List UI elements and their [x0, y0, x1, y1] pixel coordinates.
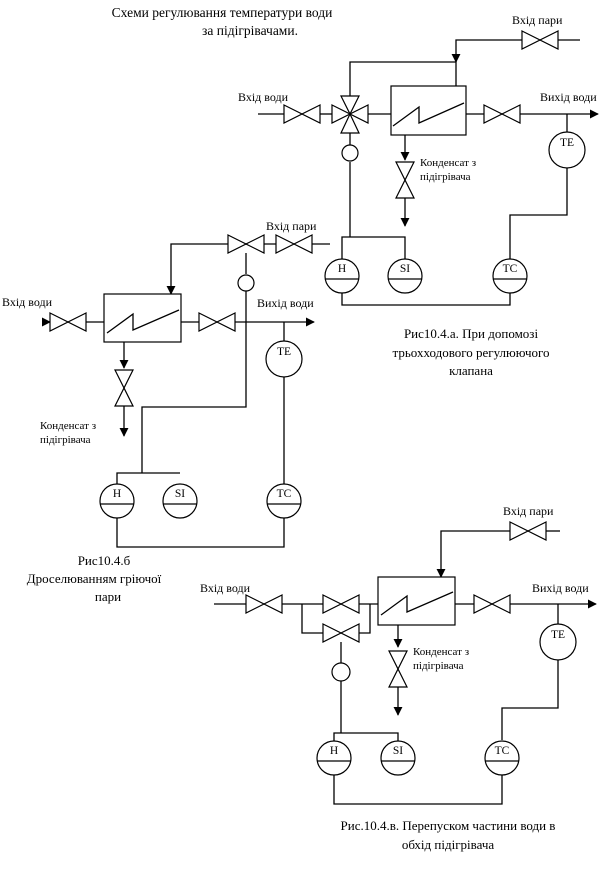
water-in-label-b: Вхід води: [2, 295, 53, 309]
water-out-label-c: Вихід води: [532, 581, 589, 595]
svg-text:SI: SI: [393, 745, 403, 757]
h-instrument-a: H: [324, 258, 360, 294]
te-sensor-a: TE: [548, 131, 586, 169]
svg-text:TC: TC: [495, 745, 510, 757]
water-inlet-valve-b[interactable]: [49, 312, 87, 332]
steam-in-label-a: Вхід пари: [512, 13, 563, 27]
water-in-label-a: Вхід води: [238, 90, 289, 104]
condensate-valve-a[interactable]: [395, 161, 415, 199]
diagram-title-line1: Схеми регулювання температури води: [112, 5, 333, 20]
diagram-title-line2: за підігрівачами.: [202, 23, 298, 38]
steam-in-label-c: Вхід пари: [503, 504, 554, 518]
caption-c-line1: Рис.10.4.в. Перепуском частини води в: [341, 818, 556, 833]
caption-b-line2: Дроселюванням гріючої: [27, 571, 162, 586]
condensate-label-c-2: підігрівача: [413, 660, 464, 672]
condensate-label-c-1: Конденсат з: [413, 646, 469, 658]
water-inlet-valve-a[interactable]: [283, 104, 321, 124]
heater-a: [390, 85, 467, 136]
condensate-label-a-1: Конденсат з: [420, 157, 476, 169]
tc-instrument-b: TC: [266, 483, 302, 519]
heater-c: [377, 576, 456, 626]
caption-b-line3: пари: [95, 589, 121, 604]
te-sensor-b: TE: [265, 340, 303, 378]
water-outlet-valve-b[interactable]: [198, 312, 236, 332]
caption-a-line3: клапана: [449, 363, 493, 378]
si-instrument-a: SI: [387, 258, 423, 294]
heater-b: [103, 293, 182, 343]
condensate-label-b-1: Конденсат з: [40, 420, 96, 432]
caption-a-line1: Рис10.4.а. При допомозі: [404, 326, 539, 341]
water-outlet-valve-c[interactable]: [473, 594, 511, 614]
h-instrument-b: H: [99, 483, 135, 519]
tc-instrument-c: TC: [484, 740, 520, 776]
water-out-label-b: Вихід води: [257, 296, 314, 310]
condensate-label-a-2: підігрівача: [420, 171, 471, 183]
valve-actuator-a: [341, 144, 359, 162]
condensate-valve-c[interactable]: [388, 650, 408, 688]
heater-inlet-valve-c[interactable]: [322, 594, 360, 614]
svg-text:TE: TE: [277, 346, 291, 358]
svg-text:TE: TE: [560, 137, 574, 149]
steam-inlet-valve-c[interactable]: [509, 521, 547, 541]
svg-text:H: H: [338, 263, 346, 275]
svg-text:H: H: [113, 488, 121, 500]
diagram-c-heater-bypass: H SI TC TE Вхід води Вихід води Вхід пар…: [200, 504, 597, 852]
svg-text:TE: TE: [551, 629, 565, 641]
caption-a-line2: трьохходового регулюючого: [393, 345, 550, 360]
water-outlet-valve-a[interactable]: [483, 104, 521, 124]
si-instrument-c: SI: [380, 740, 416, 776]
svg-text:TC: TC: [277, 488, 292, 500]
h-instrument-c: H: [316, 740, 352, 776]
steam-inlet-valve-a[interactable]: [521, 30, 559, 50]
water-out-label-a: Вихід води: [540, 90, 597, 104]
condensate-label-b-2: підігрівача: [40, 434, 91, 446]
diagram-a-three-way-valve: H SI TC TE Вхід води Вихід води Вхід пар…: [238, 13, 599, 378]
valve-actuator-c: [331, 662, 351, 682]
three-way-control-valve-a[interactable]: [331, 95, 369, 134]
caption-c-line2: обхід підігрівача: [402, 837, 495, 852]
svg-text:SI: SI: [175, 488, 185, 500]
tc-instrument-a: TC: [492, 258, 528, 294]
water-inlet-valve-c[interactable]: [245, 594, 283, 614]
te-sensor-c: TE: [539, 623, 577, 661]
diagram-b-steam-throttling: H SI TC TE Вхід води Вихід води Вхід пар…: [2, 219, 330, 604]
water-in-label-c: Вхід води: [200, 581, 251, 595]
caption-b-line1: Рис10.4.б: [78, 553, 131, 568]
valve-actuator-b: [237, 274, 255, 292]
steam-in-label-b: Вхід пари: [266, 219, 317, 233]
bypass-control-valve-c[interactable]: [322, 623, 360, 643]
steam-inlet-valve-b[interactable]: [275, 234, 313, 254]
svg-text:SI: SI: [400, 263, 410, 275]
condensate-valve-b[interactable]: [114, 369, 134, 407]
svg-text:TC: TC: [503, 263, 518, 275]
steam-control-valve-b[interactable]: [227, 234, 265, 254]
si-instrument-b: SI: [162, 483, 198, 519]
svg-text:H: H: [330, 745, 338, 757]
